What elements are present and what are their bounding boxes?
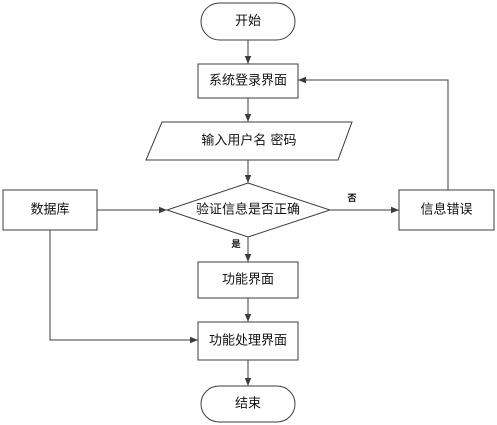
node-error: 信息错误 xyxy=(398,189,495,231)
node-login-label: 系统登录界面 xyxy=(209,74,287,89)
node-function-label: 功能界面 xyxy=(222,273,274,288)
edge-label-yes: 是 xyxy=(230,239,241,250)
edge-label-no: 否 xyxy=(346,193,356,204)
node-database-label: 数据库 xyxy=(30,202,69,218)
node-error-label: 信息错误 xyxy=(420,202,472,218)
node-start: 开始 xyxy=(200,2,296,41)
node-database: 数据库 xyxy=(2,189,98,231)
edge-database-to-processing xyxy=(49,230,198,344)
node-input: 输入用户名 密码 xyxy=(145,121,353,161)
node-start-label: 开始 xyxy=(235,14,261,29)
node-function: 功能界面 xyxy=(197,261,299,299)
node-decision: 验证信息是否正确 xyxy=(165,182,332,238)
node-end: 结束 xyxy=(200,385,296,423)
node-processing: 功能处理界面 xyxy=(197,321,299,361)
node-end-label: 结束 xyxy=(235,397,261,412)
connectors xyxy=(49,40,449,386)
edge-error-to-login xyxy=(298,76,449,190)
node-login: 系统登录界面 xyxy=(197,63,299,99)
node-processing-label: 功能处理界面 xyxy=(209,334,287,349)
node-input-label: 输入用户名 密码 xyxy=(201,133,296,149)
node-decision-label: 验证信息是否正确 xyxy=(196,202,300,218)
